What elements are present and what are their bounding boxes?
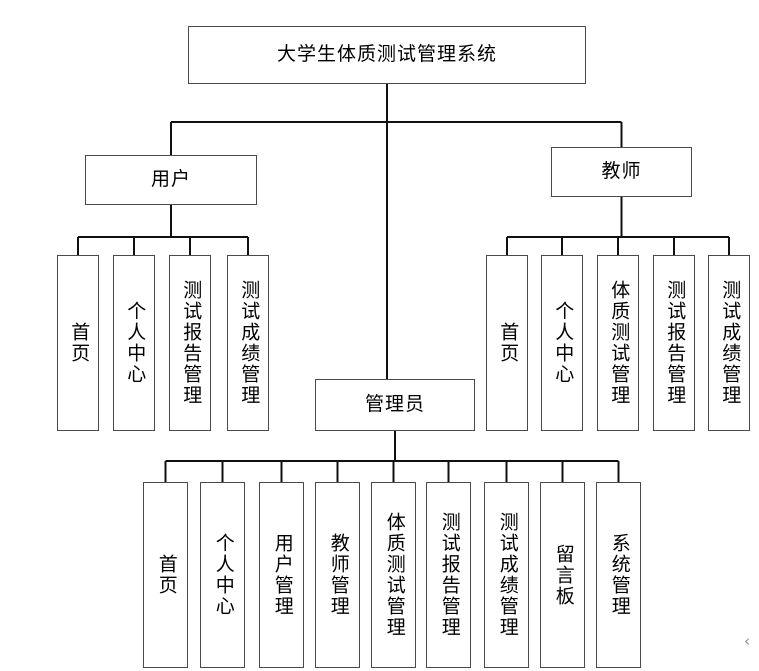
node-label: 测试成绩管理 (238, 280, 260, 406)
node-label: 首页 (68, 322, 90, 364)
node-label: 体质测试管理 (383, 512, 405, 638)
node-leaf-user-2[interactable]: 测试报告管理 (169, 255, 211, 431)
node-label: 大学生体质测试管理系统 (276, 43, 497, 65)
node-root-system[interactable]: 大学生体质测试管理系统 (188, 26, 586, 84)
node-leaf-teacher-0[interactable]: 首页 (486, 255, 528, 431)
node-label: 管理员 (364, 393, 425, 415)
node-label: 个人中心 (212, 533, 234, 617)
node-label: 测试成绩管理 (719, 280, 741, 406)
node-label: 测试报告管理 (180, 280, 202, 406)
node-leaf-admin-0[interactable]: 首页 (143, 482, 188, 668)
node-leaf-user-3[interactable]: 测试成绩管理 (227, 255, 269, 431)
node-label: 测试报告管理 (438, 512, 460, 638)
node-leaf-teacher-4[interactable]: 测试成绩管理 (708, 255, 750, 431)
node-label: 个人中心 (552, 301, 574, 385)
node-leaf-admin-1[interactable]: 个人中心 (200, 482, 245, 668)
node-leaf-admin-7[interactable]: 留言板 (540, 482, 585, 668)
node-branch-user[interactable]: 用户 (85, 155, 257, 205)
node-leaf-teacher-2[interactable]: 体质测试管理 (597, 255, 639, 431)
node-leaf-admin-6[interactable]: 测试成绩管理 (484, 482, 529, 668)
node-label: 教师 (601, 160, 642, 182)
back-chevron-icon[interactable]: ‹ (744, 632, 750, 650)
node-label: 留言板 (552, 543, 574, 607)
node-label: 个人中心 (124, 301, 146, 385)
node-label: 测试成绩管理 (496, 512, 518, 638)
node-leaf-admin-2[interactable]: 用户管理 (259, 482, 304, 668)
node-leaf-user-1[interactable]: 个人中心 (113, 255, 155, 431)
node-label: 用户 (150, 168, 191, 190)
node-branch-teacher[interactable]: 教师 (551, 147, 692, 197)
node-leaf-teacher-3[interactable]: 测试报告管理 (653, 255, 695, 431)
node-leaf-admin-5[interactable]: 测试报告管理 (426, 482, 471, 668)
node-leaf-admin-4[interactable]: 体质测试管理 (371, 482, 416, 668)
node-label: 用户管理 (271, 533, 293, 617)
node-label: 体质测试管理 (608, 280, 630, 406)
node-label: 首页 (155, 554, 177, 596)
node-leaf-admin-8[interactable]: 系统管理 (596, 482, 641, 668)
node-leaf-teacher-1[interactable]: 个人中心 (541, 255, 583, 431)
node-leaf-user-0[interactable]: 首页 (57, 255, 99, 431)
node-leaf-admin-3[interactable]: 教师管理 (315, 482, 360, 668)
node-label: 系统管理 (608, 533, 630, 617)
node-label: 测试报告管理 (664, 280, 686, 406)
node-branch-admin[interactable]: 管理员 (315, 379, 475, 431)
node-label: 首页 (497, 322, 519, 364)
node-label: 教师管理 (327, 533, 349, 617)
